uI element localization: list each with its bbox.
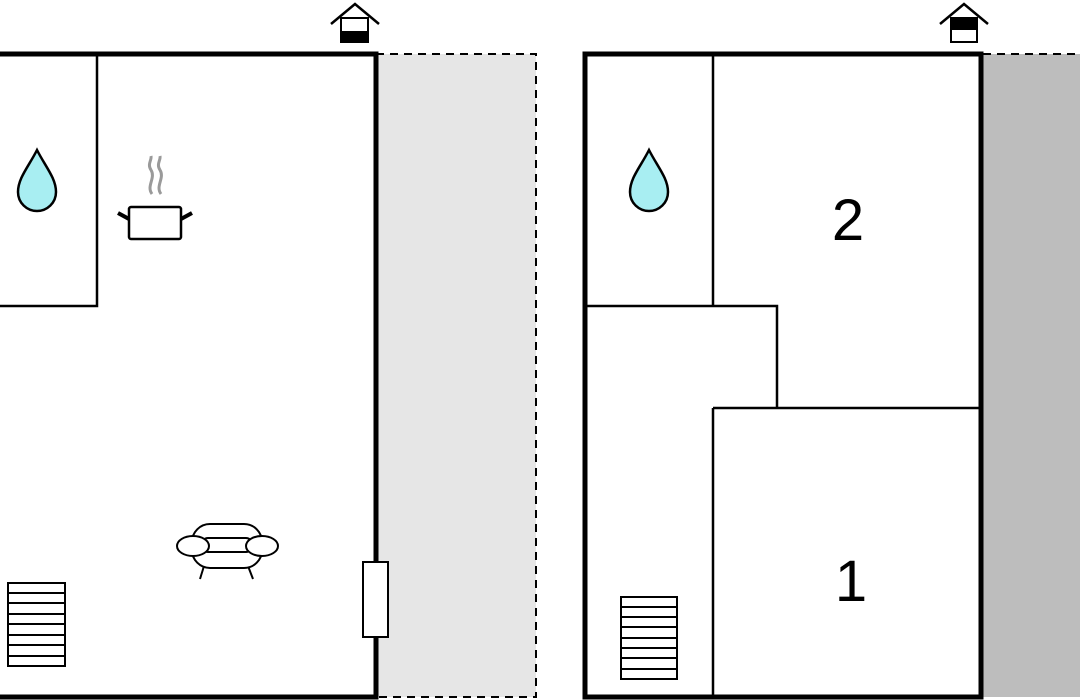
cooking-pot-icon [117, 155, 193, 241]
room-label-1: 1 [835, 549, 867, 614]
room-label-2: 2 [832, 188, 864, 253]
water-drop-icon [16, 147, 58, 213]
balcony-area [981, 54, 1080, 697]
house-entrance-icon [330, 2, 380, 43]
terrace-area [375, 53, 537, 698]
stairs-icon [7, 582, 66, 667]
sofa-icon [176, 523, 279, 580]
stairs-icon [620, 596, 678, 680]
bathroom-wall [0, 54, 99, 308]
upper-floor-plan: 2 1 [582, 2, 1080, 700]
house-entrance-icon [939, 2, 989, 43]
upper-interior-walls [585, 54, 981, 697]
water-drop-icon [628, 147, 670, 213]
ground-floor-plan [0, 2, 537, 700]
ground-floor-outer-wall [0, 51, 379, 700]
door-icon [362, 561, 389, 638]
